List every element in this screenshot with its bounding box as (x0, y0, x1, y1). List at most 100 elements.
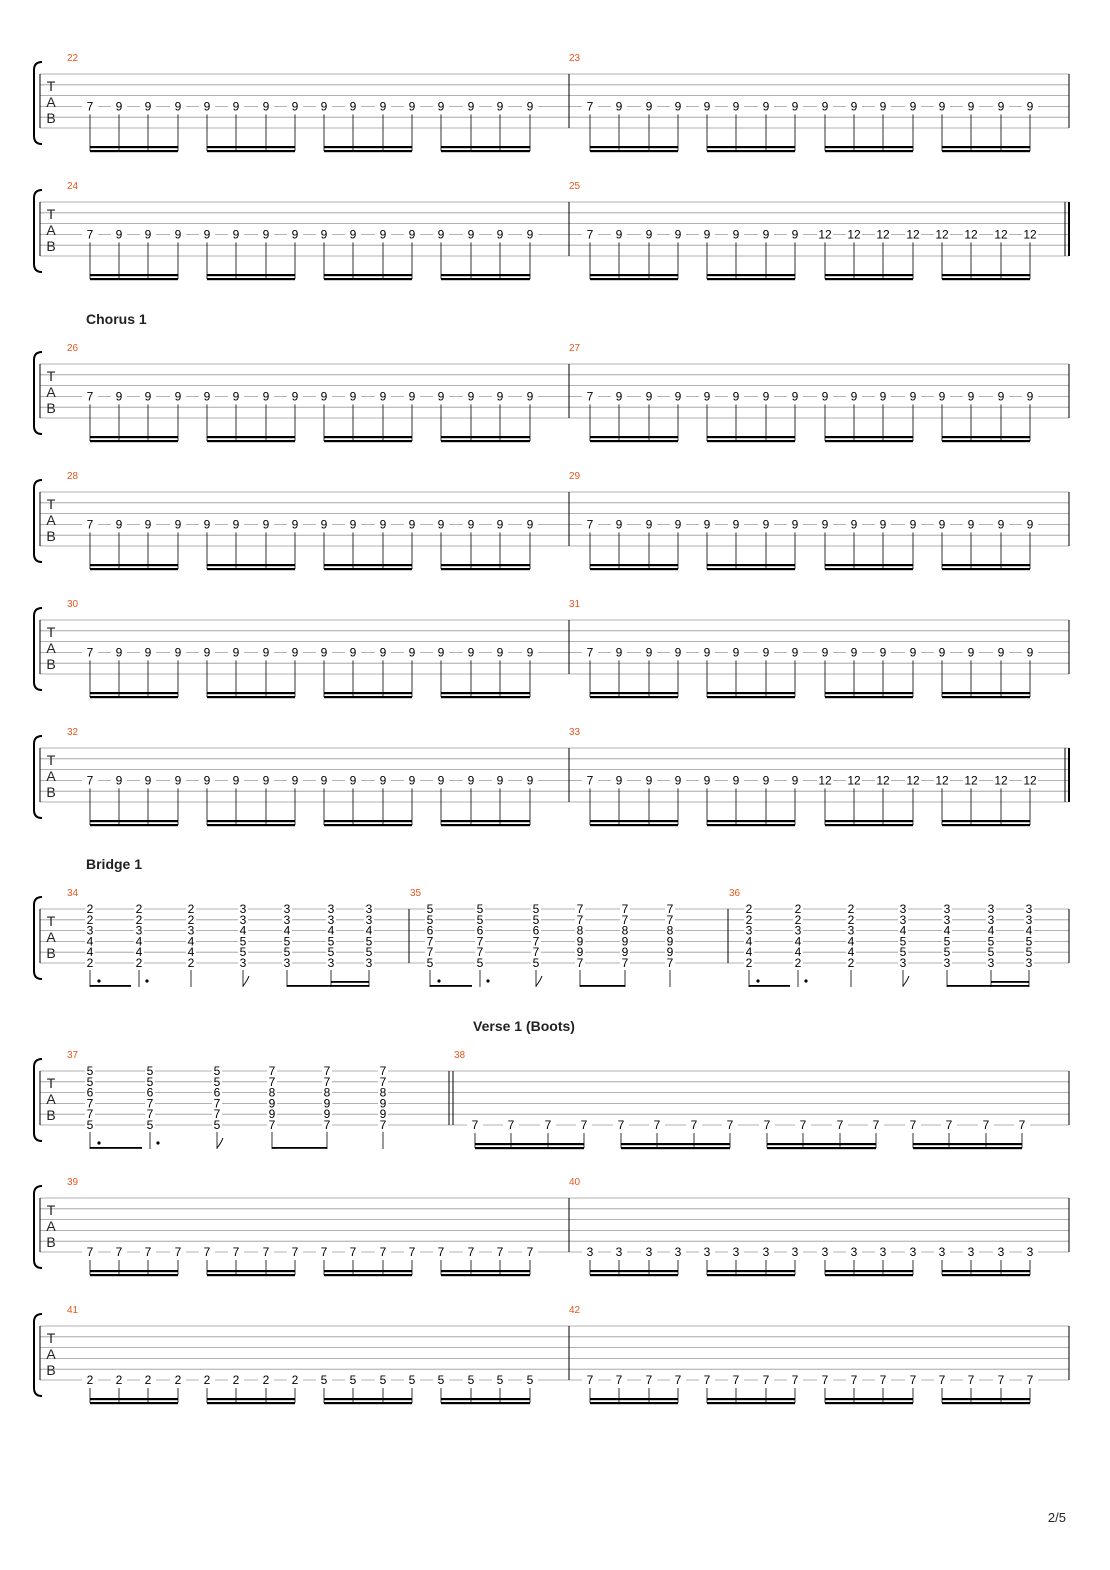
fret-number: 9 (263, 227, 270, 241)
beam (207, 564, 295, 567)
note-knockout (140, 774, 156, 787)
fret-number: 9 (233, 227, 240, 241)
note-knockout (978, 1119, 994, 1131)
note-knockout (522, 1246, 538, 1258)
note-knockout (345, 646, 361, 659)
beam (90, 985, 131, 987)
beam (707, 1270, 795, 1273)
note-knockout (199, 100, 215, 113)
beam (621, 1143, 730, 1146)
note-knockout (611, 518, 627, 531)
beam (590, 1398, 678, 1401)
note-knockout (744, 947, 754, 958)
chord-fret-number: 4 (136, 934, 143, 948)
dot (437, 979, 441, 983)
chord-fret-number: 6 (427, 924, 434, 938)
note-knockout (492, 1374, 508, 1386)
fret-number: 9 (438, 517, 445, 531)
note-knockout (404, 1374, 420, 1386)
fret-number: 9 (968, 389, 975, 403)
fret-number: 5 (350, 1373, 357, 1387)
tab-clef-letter: B (46, 110, 55, 126)
beam (825, 564, 913, 567)
note-knockout (463, 1374, 479, 1386)
fret-number: 9 (939, 645, 946, 659)
note-knockout (238, 958, 248, 968)
chord-fret-number: 4 (240, 924, 247, 938)
note-knockout (531, 904, 541, 914)
fret-number: 9 (292, 517, 299, 531)
beam (942, 1402, 1030, 1405)
beam (580, 985, 625, 987)
fret-number: 9 (263, 99, 270, 113)
note-knockout (611, 1374, 627, 1386)
fret-number: 9 (616, 227, 623, 241)
beam (207, 568, 295, 571)
beam (441, 440, 530, 443)
beam (942, 278, 1030, 281)
note-knockout (522, 228, 538, 241)
note-knockout (963, 518, 979, 531)
note-knockout (425, 958, 435, 968)
fret-number: 7 (87, 517, 94, 531)
chord-fret-number: 9 (577, 934, 584, 948)
note-knockout (433, 390, 449, 403)
tab-clef-letter: T (47, 1202, 56, 1218)
fret-number: 2 (87, 1373, 94, 1387)
chord-fret-number: 9 (380, 1107, 387, 1121)
fret-number: 5 (438, 1373, 445, 1387)
note-knockout (611, 228, 627, 241)
fret-number: 7 (321, 1245, 328, 1259)
note-knockout (993, 1374, 1009, 1386)
beam (913, 1147, 1022, 1150)
fret-number: 9 (939, 389, 946, 403)
note-knockout (728, 228, 744, 241)
fret-number: 12 (935, 227, 949, 241)
beam (825, 1402, 913, 1405)
note-knockout (134, 936, 144, 947)
note-knockout (846, 646, 862, 659)
beam (475, 1143, 584, 1146)
fret-number: 9 (968, 99, 975, 113)
note-knockout (82, 518, 98, 531)
tab-clef-letter: T (47, 496, 56, 512)
tab-clef-letter: B (46, 945, 55, 961)
fret-number: 9 (175, 645, 182, 659)
note-knockout (199, 390, 215, 403)
fret-number: 9 (704, 99, 711, 113)
chord-fret-number: 8 (380, 1086, 387, 1100)
note-knockout (582, 100, 598, 113)
note-knockout (868, 1119, 884, 1131)
beam (707, 146, 795, 149)
note-knockout (963, 774, 979, 787)
fret-number: 7 (910, 1373, 917, 1387)
chord-fret-number: 7 (427, 934, 434, 948)
note-knockout (699, 646, 715, 659)
fret-number: 9 (851, 389, 858, 403)
note-knockout (963, 1246, 979, 1258)
tab-clef-letter: A (46, 94, 56, 110)
note-knockout (993, 228, 1009, 241)
beam (991, 981, 1029, 983)
chord-fret-number: 4 (795, 934, 802, 948)
note-knockout (404, 646, 420, 659)
chord-fret-number: 4 (848, 945, 855, 959)
chord-fret-number: 7 (577, 913, 584, 927)
fret-number: 3 (675, 1245, 682, 1259)
chord-fret-number: 5 (214, 1075, 221, 1089)
fret-number: 9 (204, 645, 211, 659)
note-knockout (85, 925, 95, 936)
dot (97, 1141, 101, 1145)
note-knockout (170, 1246, 186, 1258)
bar-number: 37 (67, 1050, 79, 1061)
fret-number: 9 (733, 227, 740, 241)
note-knockout (898, 914, 908, 925)
note-knockout (641, 228, 657, 241)
beam (942, 696, 1030, 699)
fret-number: 9 (409, 227, 416, 241)
note-knockout (817, 228, 833, 241)
note-knockout (905, 1119, 921, 1131)
fret-number: 9 (733, 517, 740, 531)
